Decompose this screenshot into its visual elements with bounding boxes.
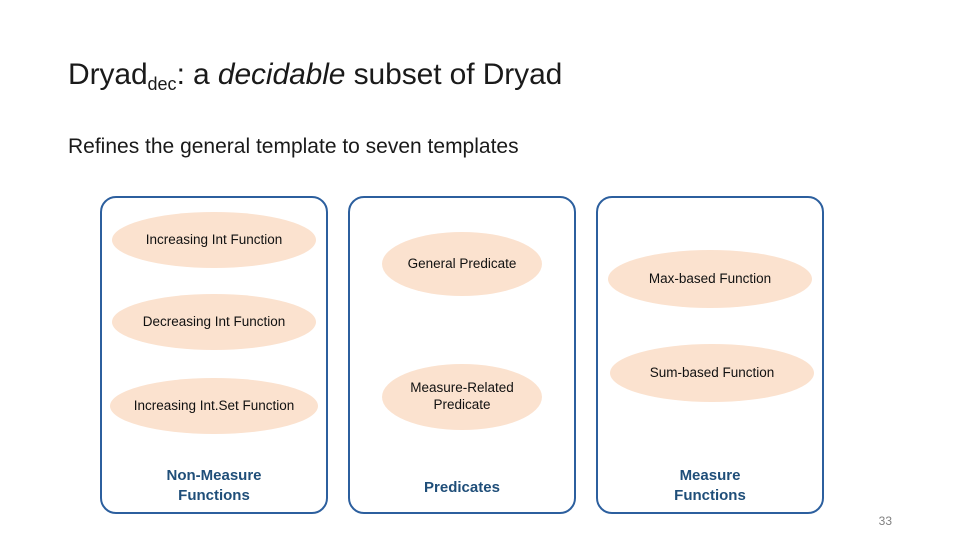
title-subscript: dec — [147, 74, 177, 94]
ellipse-decreasing-int-function: Decreasing Int Function — [112, 294, 316, 350]
page-title: Dryaddec: a decidable subset of Dryad — [68, 58, 563, 94]
title-mid: : a — [176, 58, 218, 91]
ellipse-increasing-int-function: Increasing Int Function — [112, 212, 316, 268]
group-label-measure-functions: Measure Functions — [674, 467, 746, 504]
title-suffix: subset of Dryad — [345, 58, 563, 91]
group-box-predicates — [348, 196, 576, 514]
group-label-non-measure-functions: Non-Measure Functions — [166, 467, 262, 504]
group-box-measure-functions — [596, 196, 824, 514]
group-box-non-measure-functions — [100, 196, 328, 514]
ellipse-increasing-int-set-function: Increasing Int.Set Function — [110, 378, 318, 434]
ellipse-max-based-function: Max-based Function — [608, 250, 812, 308]
ellipse-sum-based-function: Sum-based Function — [610, 344, 814, 402]
title-italic: decidable — [217, 58, 346, 91]
ellipse-general-predicate: General Predicate — [382, 232, 542, 296]
page-number: 33 — [878, 514, 892, 528]
ellipse-measure-related-predicate: Measure-Related Predicate — [382, 364, 542, 430]
title-prefix: Dryad — [68, 58, 148, 91]
page-subtitle: Refines the general template to seven te… — [68, 135, 519, 158]
group-label-predicates: Predicates — [424, 479, 500, 496]
